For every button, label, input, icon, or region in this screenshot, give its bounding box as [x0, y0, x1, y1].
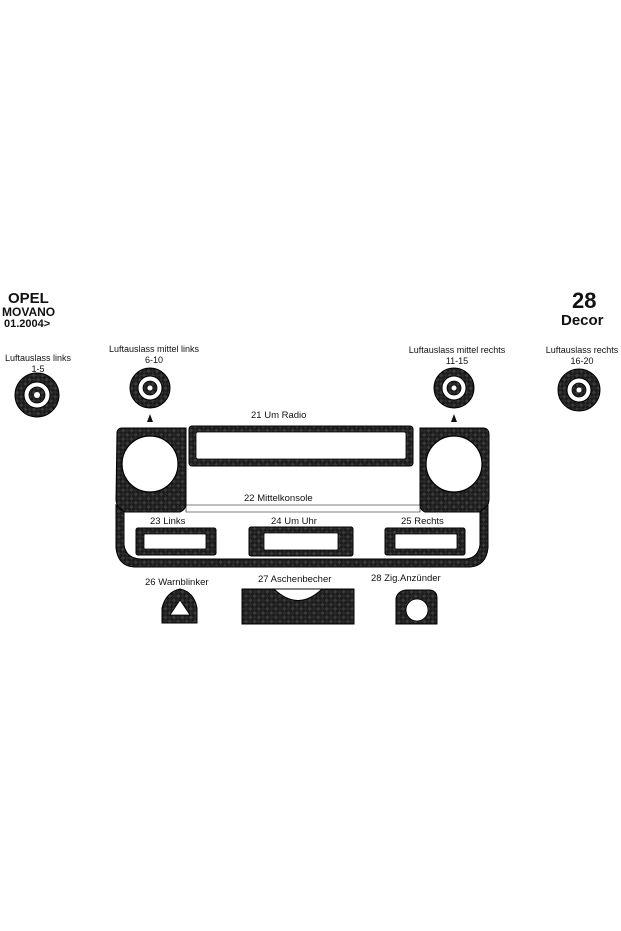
panel-rechts — [384, 527, 466, 556]
vent-label-left-range: 1-5 — [31, 364, 45, 374]
aschenbecher-piece — [241, 588, 355, 625]
vent-label-mid-left-range: 6-10 — [144, 355, 163, 365]
vent-label-mid-right-range: 11-15 — [445, 356, 469, 366]
center-console-bridge — [185, 504, 421, 513]
vent-label-right: Luftauslass rechts 16-20 — [537, 345, 621, 367]
center-console-frame — [115, 503, 489, 568]
vent-label-right-range: 16-20 — [570, 356, 594, 366]
decor-title: Decor — [561, 312, 604, 329]
warnblinker-piece — [161, 588, 198, 624]
part-label-27: 27 Aschenbecher — [258, 574, 332, 585]
part-label-26: 26 Warnblinker — [145, 577, 209, 588]
part-label-22: 22 Mittelkonsole — [244, 493, 313, 504]
part-label-23: 23 Links — [150, 516, 186, 527]
model-date: 01.2004> — [4, 318, 51, 330]
panel-links — [135, 527, 217, 556]
vent-mid-left-ring — [129, 367, 171, 409]
vent-label-mid-left-name: Luftauslass mittel links — [108, 344, 200, 354]
vent-label-left: Luftauslass links 1-5 — [0, 353, 78, 375]
vent-label-mid-left: Luftauslass mittel links 6-10 — [95, 344, 213, 366]
radio-opening — [195, 431, 407, 460]
part-label-24: 24 Um Uhr — [271, 516, 317, 527]
model-title: MOVANO — [2, 305, 56, 319]
zig-anzuender-piece — [395, 589, 438, 625]
part-label-25: 25 Rechts — [401, 516, 444, 527]
vent-right-ring — [557, 368, 601, 412]
vent-label-left-name: Luftauslass links — [4, 353, 72, 363]
console-left-vent-opening — [121, 435, 179, 493]
vent-left-ring — [14, 372, 60, 418]
part-label-21: 21 Um Radio — [251, 410, 307, 421]
vent-label-mid-right-name: Luftauslass mittel rechts — [408, 345, 506, 355]
piece-count: 28 — [572, 288, 597, 313]
console-right-vent-opening — [425, 435, 483, 493]
arrow-icon — [147, 414, 153, 422]
vent-label-right-name: Luftauslass rechts — [545, 345, 619, 355]
panel-um-uhr — [248, 526, 354, 557]
brand-title: OPEL — [8, 290, 49, 307]
vent-label-mid-right: Luftauslass mittel rechts 11-15 — [398, 345, 516, 367]
vent-mid-right-ring — [433, 367, 475, 409]
part-label-28: 28 Zig.Anzünder — [371, 573, 441, 584]
arrow-icon — [451, 414, 457, 422]
